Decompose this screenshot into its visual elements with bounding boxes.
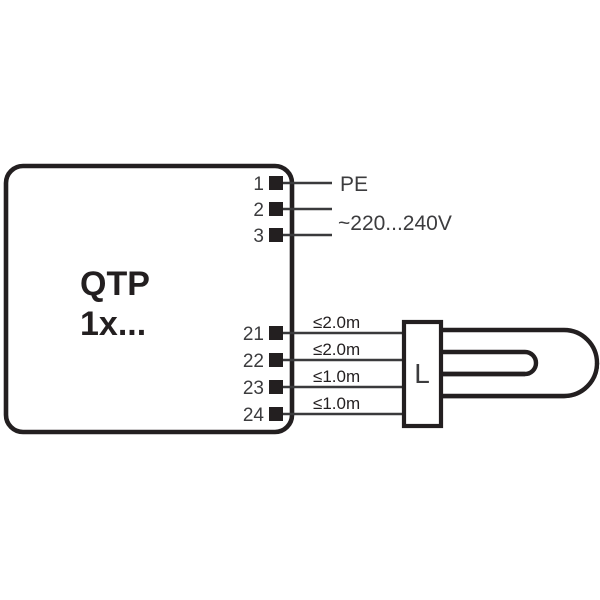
terminal-square-22 [269, 353, 283, 367]
ballast-body-rect [3, 163, 295, 435]
terminal-label-1: 1 [253, 174, 264, 195]
terminal-label-2: 2 [253, 200, 264, 221]
lamp-inner-u [424, 349, 539, 377]
lamp-base-rect [401, 319, 444, 429]
terminal-label-21: 21 [243, 324, 264, 345]
ballast-name-line-2: 1x... [80, 305, 146, 343]
length-label-21: ≤2.0m [313, 313, 360, 332]
lamp-wiring [283, 331, 406, 416]
terminal-label-22: 22 [243, 351, 264, 372]
terminal-label-3: 3 [253, 226, 264, 247]
terminal-label-23: 23 [243, 378, 264, 399]
cable-length-labels: ≤2.0m ≤2.0m ≤1.0m ≤1.0m [313, 313, 360, 413]
terminal-square-2 [269, 202, 283, 216]
terminal-square-23 [269, 380, 283, 394]
lamp-lower-arc [424, 362, 600, 399]
length-label-22: ≤2.0m [313, 340, 360, 359]
ballast-name: QTP 1x... [80, 265, 150, 343]
terminal-square-1 [269, 176, 283, 190]
terminal-label-24: 24 [243, 405, 265, 426]
signal-labels: PE ~220...240V [338, 173, 452, 235]
mains-wiring [283, 181, 332, 237]
lamp-base: L [401, 319, 444, 429]
lamp-base-label: L [414, 358, 430, 389]
mains-voltage-label: ~220...240V [338, 212, 452, 235]
terminal-square-3 [269, 228, 283, 242]
terminal-number-labels: 1 2 3 21 22 23 24 [243, 174, 265, 426]
ballast-housing [3, 163, 295, 435]
length-label-23: ≤1.0m [313, 367, 360, 386]
ballast-name-line-1: QTP [80, 265, 150, 303]
terminal-square-21 [269, 326, 283, 340]
terminal-blocks [269, 176, 283, 421]
terminal-square-24 [269, 407, 283, 421]
pe-label: PE [340, 173, 368, 196]
length-label-24: ≤1.0m [313, 394, 360, 413]
